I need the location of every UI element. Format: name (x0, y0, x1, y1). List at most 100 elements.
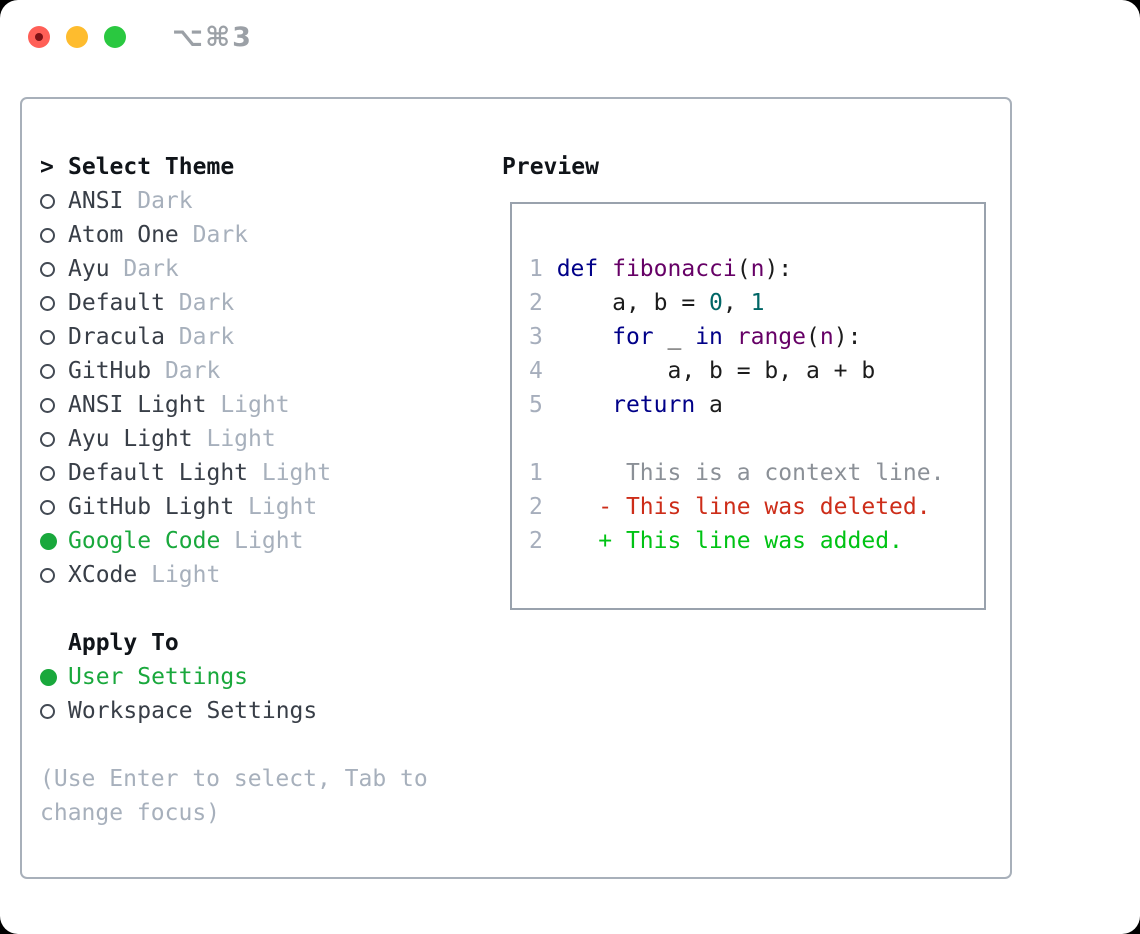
code-segment-pln: _ (653, 324, 696, 350)
code-segment-pln: , (722, 290, 751, 316)
theme-variant-badge: Light (234, 494, 318, 520)
close-button[interactable] (28, 26, 50, 48)
minimize-button[interactable] (66, 26, 88, 48)
apply-option-user-settings[interactable]: User Settings (40, 660, 445, 694)
theme-name: Atom One (68, 222, 179, 248)
code-segment-pln: ( (806, 324, 820, 350)
theme-option-github[interactable]: GitHub Dark (40, 354, 445, 388)
radio-circle (40, 363, 55, 379)
code-segment-del: - This line was deleted. (542, 494, 931, 520)
code-segment-typ: n (750, 256, 765, 282)
radio-circle (40, 567, 55, 583)
theme-option-ansi-light[interactable]: ANSI Light Light (40, 388, 445, 422)
preview-code-line: 5 return a (529, 388, 984, 422)
preview-heading: Preview (502, 154, 599, 180)
preview-code-line: 1 def fibonacci(n): (529, 252, 984, 286)
radio-icon[interactable] (40, 295, 68, 311)
radio-icon[interactable] (40, 499, 68, 515)
code-segment-num: 5 (529, 392, 557, 418)
theme-variant-badge: Dark (164, 290, 235, 316)
radio-selected-icon[interactable] (40, 532, 68, 550)
theme-option-default[interactable]: Default Dark (40, 286, 445, 320)
code-segment-num: 2 (529, 290, 557, 316)
radio-icon[interactable] (40, 703, 68, 719)
theme-name: GitHub Light (68, 494, 235, 520)
code-segment-typ: n (819, 324, 834, 350)
window-title: ⌥⌘3 (172, 21, 253, 53)
cursor-glyph: > (40, 154, 54, 180)
theme-name: Default Light (68, 460, 249, 486)
code-segment-num: 2 (529, 528, 543, 554)
theme-variant-badge: Light (137, 562, 221, 588)
zoom-button[interactable] (104, 26, 126, 48)
theme-option-github-light[interactable]: GitHub Light Light (40, 490, 445, 524)
radio-icon[interactable] (40, 227, 68, 243)
preview-code-line: 1 This is a context line. (529, 456, 984, 490)
theme-name: XCode (68, 562, 138, 588)
preview-code-line: 2 - This line was deleted. (529, 490, 984, 524)
select-theme-header: > Select Theme (40, 150, 445, 184)
radio-circle (40, 397, 55, 413)
code-segment-kwd: def (556, 256, 599, 282)
theme-variant-badge: Light (248, 460, 332, 486)
code-segment-pln: ): (764, 256, 793, 282)
theme-option-ayu-light[interactable]: Ayu Light Light (40, 422, 445, 456)
theme-option-ansi[interactable]: ANSI Dark (40, 184, 445, 218)
radio-icon[interactable] (40, 329, 68, 345)
code-segment-pln (557, 324, 612, 350)
code-segment-kwd: for (612, 324, 654, 350)
code-segment-kwd: return (612, 392, 696, 418)
code-segment-pln: ): (833, 324, 862, 350)
theme-name: ANSI (68, 188, 124, 214)
radio-icon[interactable] (40, 363, 68, 379)
theme-option-xcode[interactable]: XCode Light (40, 558, 445, 592)
radio-circle (40, 703, 55, 719)
theme-option-default-light[interactable]: Default Light Light (40, 456, 445, 490)
theme-name: Ayu Light (68, 426, 193, 452)
code-segment-num: 4 (529, 358, 557, 384)
preview-code-line (529, 422, 984, 456)
theme-name: ANSI Light (68, 392, 207, 418)
theme-name: Google Code (68, 528, 221, 554)
code-segment-lit: 1 (750, 290, 765, 316)
code-segment-pln (557, 392, 612, 418)
select-theme-heading: Select Theme (68, 154, 235, 180)
apply-to-header: Apply To (40, 626, 445, 660)
apply-option-label: User Settings (68, 664, 249, 690)
theme-option-atom-one[interactable]: Atom One Dark (40, 218, 445, 252)
theme-variant-badge: Dark (178, 222, 249, 248)
preview-code-line: 4 a, b = b, a + b (529, 354, 984, 388)
theme-name: Ayu (68, 256, 110, 282)
code-segment-pln: a, b = (556, 290, 710, 316)
theme-variant-badge: Light (220, 528, 304, 554)
code-segment-lit: 0 (709, 290, 723, 316)
radio-icon[interactable] (40, 261, 68, 277)
code-segment-pln: ( (736, 256, 751, 282)
selection-cursor-icon: > (40, 150, 68, 184)
radio-circle (40, 465, 55, 481)
theme-option-google-code[interactable]: Google Code Light (40, 524, 445, 558)
code-segment-pln (598, 256, 612, 282)
radio-selected-icon[interactable] (40, 668, 68, 686)
radio-icon[interactable] (40, 567, 68, 583)
code-segment-pln: a (695, 392, 723, 418)
radio-circle (40, 532, 57, 550)
code-segment-pln: a, b = b, a + b (556, 358, 876, 384)
theme-option-dracula[interactable]: Dracula Dark (40, 320, 445, 354)
radio-icon[interactable] (40, 193, 68, 209)
theme-variant-badge: Dark (123, 188, 193, 214)
radio-circle (40, 668, 57, 686)
theme-option-ayu[interactable]: Ayu Dark (40, 252, 445, 286)
code-segment-add: + This line was added. (542, 528, 903, 554)
apply-option-workspace-settings[interactable]: Workspace Settings (40, 694, 445, 728)
radio-circle (40, 499, 55, 515)
radio-icon[interactable] (40, 431, 68, 447)
code-segment-pln (723, 324, 737, 350)
radio-icon[interactable] (40, 465, 68, 481)
radio-icon[interactable] (40, 397, 68, 413)
radio-circle (40, 431, 55, 447)
theme-variant-badge: Dark (109, 256, 179, 282)
